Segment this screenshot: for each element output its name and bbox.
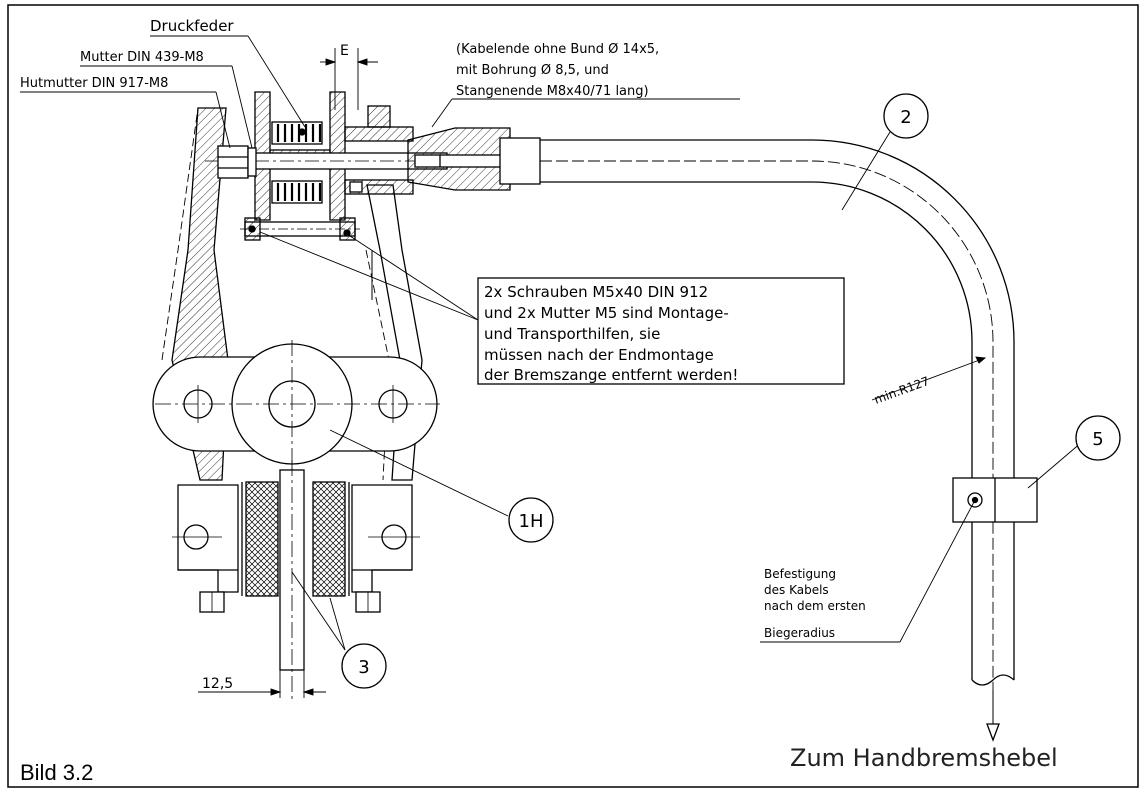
fastening-note-line3: nach dem ersten — [764, 599, 866, 613]
pivot-link — [152, 340, 440, 470]
cable-note-line3: Stangenende M8x40/71 lang) — [456, 84, 649, 99]
screw-note-line2: und 2x Mutter M5 sind Montage- — [484, 304, 729, 322]
balloon-5: 5 — [1092, 429, 1103, 450]
cable-note-line1: (Kabelende ohne Bund Ø 14x5, — [456, 42, 659, 57]
label-druckfeder: Druckfeder — [150, 17, 234, 35]
dim-12-5: 12,5 — [202, 676, 233, 692]
spring-assembly — [205, 91, 541, 241]
screw-note-box — [477, 277, 845, 385]
fastening-note-line2: des Kabels — [764, 583, 829, 597]
label-handbrake: Zum Handbremshebel — [790, 744, 1058, 772]
brake-pads — [172, 460, 420, 700]
balloon-3: 3 — [358, 657, 369, 678]
dim-e: E — [340, 43, 349, 59]
screw-note-line5: der Bremszange entfernt werden! — [484, 366, 738, 384]
label-mutter: Mutter DIN 439-M8 — [80, 50, 204, 65]
brake-cable — [540, 139, 1015, 742]
screw-note-line4: müssen nach der Endmontage — [484, 346, 714, 364]
balloon-3-circle — [341, 643, 387, 689]
balloons — [341, 93, 1121, 689]
cable-clamp — [952, 477, 1038, 523]
fastening-note-line1: Befestigung — [764, 567, 836, 581]
drawing-frame — [7, 4, 1139, 788]
cable-note-line2: mit Bohrung Ø 8,5, und — [456, 63, 609, 78]
figure-caption: Bild 3.2 — [20, 760, 93, 785]
fastening-note-line4: Biegeradius — [764, 626, 835, 640]
label-radius: min.R127 — [872, 374, 931, 407]
screw-note-line3: und Transporthilfen, sie — [484, 325, 660, 343]
balloon-2: 2 — [900, 107, 911, 128]
balloon-5-circle — [1075, 415, 1121, 461]
screw-note-line1: 2x Schrauben M5x40 DIN 912 — [484, 283, 708, 301]
balloon-1h: 1H — [519, 511, 544, 532]
label-hutmutter: Hutmutter DIN 917-M8 — [20, 76, 168, 91]
balloon-1h-circle — [508, 497, 554, 543]
balloon-2-circle — [883, 93, 929, 139]
leader-lines — [20, 35, 1083, 698]
